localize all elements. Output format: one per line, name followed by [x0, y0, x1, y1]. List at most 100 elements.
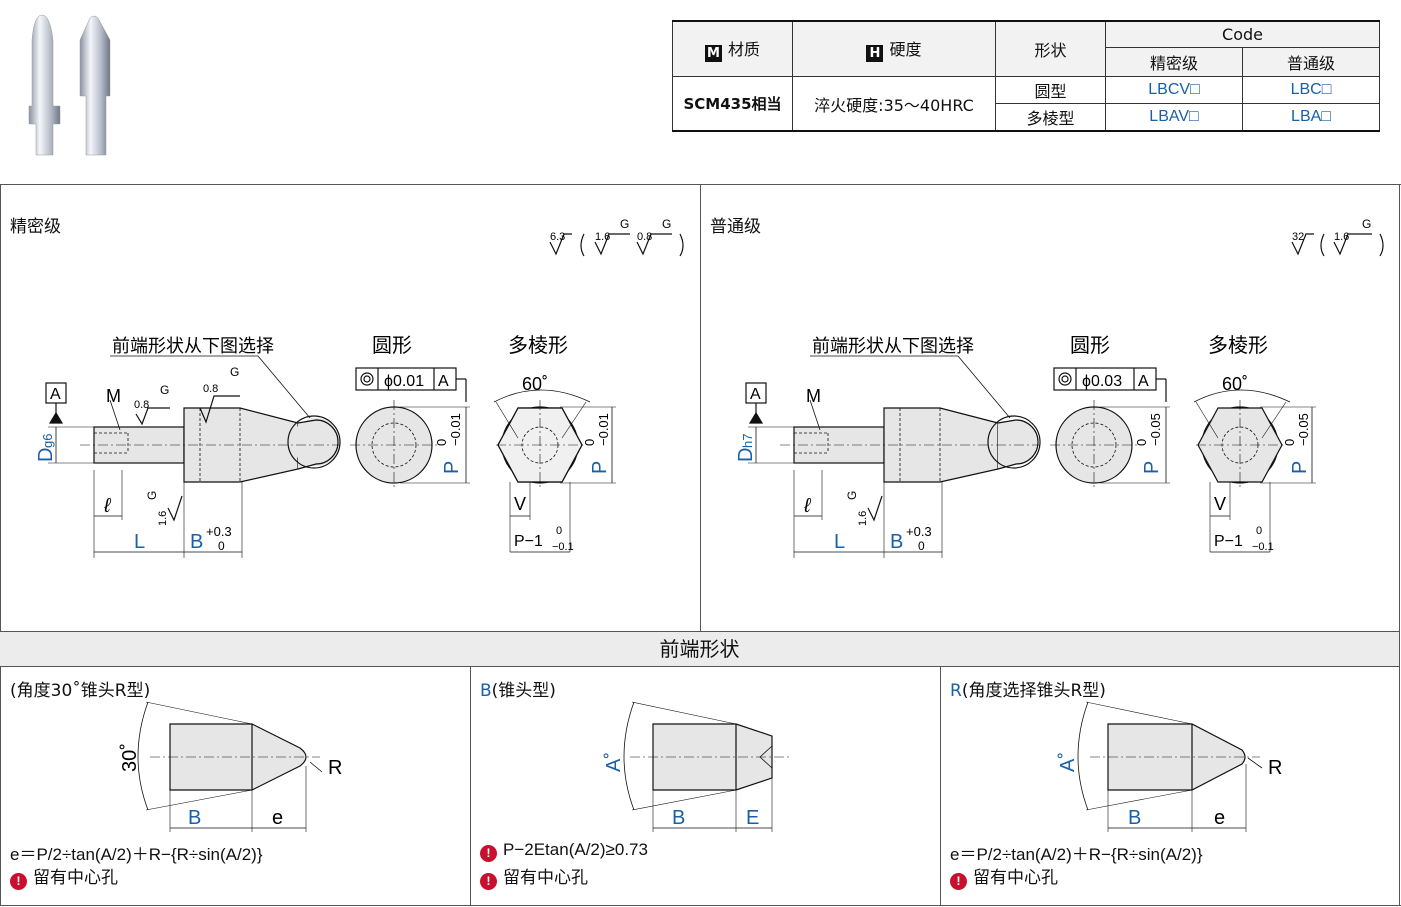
warning-icon: !	[950, 873, 967, 890]
r16-mark: 1.6	[157, 511, 169, 526]
front-shape-label-r: 前端形状从下图选择	[812, 336, 974, 356]
p-label-round: P	[441, 461, 463, 474]
formula-1: e＝P/2÷tan(A/2)＋R−{R÷sin(A/2)}	[10, 845, 263, 864]
formula-2: P−2Etan(A/2)≥0.73	[503, 840, 648, 859]
normal-header: 普通级	[1242, 47, 1380, 77]
col2-title: (锥头型)	[491, 681, 556, 701]
r08-b: 0.8	[203, 383, 218, 395]
roughness-2: 1.6	[595, 231, 610, 243]
r-label-1: R	[328, 757, 342, 779]
roughness-r1: 32	[1292, 231, 1304, 243]
b-tol-up-r: +0.3	[906, 524, 932, 539]
angle-label-r: 60˚	[1222, 374, 1248, 394]
datum-a: A	[50, 386, 61, 403]
v-label: V	[514, 494, 526, 514]
col2-title-wrap: B(锥头型)	[480, 676, 556, 701]
warning-icon: !	[480, 845, 497, 862]
fit-label-r: h7	[740, 434, 755, 448]
e-upper-label: E	[746, 807, 759, 829]
p-label-round-r: P	[1141, 461, 1163, 474]
warning-icon: !	[480, 873, 497, 890]
g-mark-5: G	[145, 491, 159, 500]
left-panel-title: 精密级	[10, 217, 61, 237]
b-label-3: B	[1128, 807, 1141, 829]
m-label-r: M	[806, 386, 821, 406]
frame-right	[1399, 184, 1400, 906]
divider-middle	[700, 184, 701, 631]
note-2-text: 留有中心孔	[503, 868, 588, 887]
code-normal-poly: LBA□	[1242, 103, 1380, 132]
p-tol-poly: −0.01	[596, 413, 611, 446]
r16-mark-r: 1.6	[857, 511, 869, 526]
roughness-3: 0.8	[637, 231, 652, 243]
g-mark-4: G	[230, 365, 239, 379]
col3-title-prefix: R	[950, 681, 962, 701]
h-badge: H	[866, 45, 884, 62]
frame-bottom	[0, 905, 1401, 906]
l-small-label: ℓ	[103, 495, 112, 517]
l-label-r: L	[834, 531, 845, 553]
formula-2-wrap: ! P−2Etan(A/2)≥0.73	[480, 840, 648, 862]
v-label-r: V	[1214, 494, 1226, 514]
shape-round: 圆型	[995, 76, 1106, 104]
formula-3: e＝P/2÷tan(A/2)＋R−{R÷sin(A/2)}	[950, 845, 1203, 864]
round-label: 圆形	[372, 334, 412, 357]
g-mark-r2: G	[845, 491, 859, 500]
front-shape-title: 前端形状	[0, 631, 1399, 667]
d-label-r: D	[735, 448, 757, 462]
p-minus-label-r: P−1	[1214, 533, 1243, 550]
shape-poly: 多棱型	[995, 103, 1106, 132]
note-3: ! 留有中心孔	[950, 863, 1058, 890]
roughness-r2: 1.6	[1334, 231, 1349, 243]
product-photo	[28, 14, 111, 156]
col2-title-prefix: B	[480, 681, 492, 701]
col3-title-wrap: R(角度选择锥头R型)	[950, 676, 1106, 701]
hardness-value: 淬火硬度:35～40HRC	[792, 76, 996, 132]
g-mark-2: G	[662, 217, 671, 231]
code-precision-round: LBCV□	[1105, 76, 1243, 104]
e-label-1: e	[272, 807, 283, 829]
p-zero-round: 0	[434, 439, 449, 446]
e-label-3: e	[1214, 807, 1225, 829]
p-zero-round-r: 0	[1134, 439, 1149, 446]
p-tol-poly-r: −0.05	[1296, 413, 1311, 446]
b-label-2: B	[672, 807, 685, 829]
p-tol-round: −0.01	[448, 413, 463, 446]
g-mark-1: G	[620, 217, 629, 231]
precision-header: 精密级	[1105, 47, 1243, 77]
datum-a-round: A	[438, 373, 449, 390]
angle-a-label-3: A˚	[1057, 752, 1079, 772]
l-small-label-r: ℓ	[803, 495, 812, 517]
note-2: ! 留有中心孔	[480, 863, 588, 890]
note-3-text: 留有中心孔	[973, 868, 1058, 887]
g-mark-r1: G	[1362, 217, 1371, 231]
left-drawing: 6.3 1.6 0.8 G G 前端形状从下图选择 圆形 多棱形 A M 0.8…	[35, 217, 684, 558]
tol-round: ϕ0.01	[384, 373, 424, 390]
code-precision-poly: LBAV□	[1105, 103, 1243, 132]
divider-bottom-1	[470, 666, 471, 906]
shape-header: 形状	[995, 20, 1106, 77]
p-tol-round-r: −0.05	[1148, 413, 1163, 446]
front-shape-label: 前端形状从下图选择	[112, 336, 274, 356]
angle-30-label: 30˚	[119, 743, 141, 772]
r-label-3: R	[1268, 757, 1282, 779]
code-normal-round: LBC□	[1242, 76, 1380, 104]
r08-a: 0.8	[134, 399, 149, 411]
p-zero-poly: 0	[582, 439, 597, 446]
p-minus-up: 0	[556, 525, 562, 537]
datum-a-round-r: A	[1138, 373, 1149, 390]
right-drawing: 32 1.6 G 前端形状从下图选择 圆形 多棱形 A M ϕ0.03 A 60…	[735, 217, 1384, 558]
angle-a-label-2: A˚	[603, 752, 625, 772]
d-label: D	[35, 448, 57, 462]
m-label: M	[106, 386, 121, 406]
warning-icon: !	[10, 873, 27, 890]
g-mark-3: G	[160, 383, 169, 397]
m-badge: M	[704, 45, 722, 62]
p-minus-low: −0.1	[552, 541, 574, 553]
fit-label: g6	[40, 434, 55, 448]
poly-label-r: 多棱形	[1208, 334, 1268, 357]
code-header: Code	[1105, 20, 1380, 49]
